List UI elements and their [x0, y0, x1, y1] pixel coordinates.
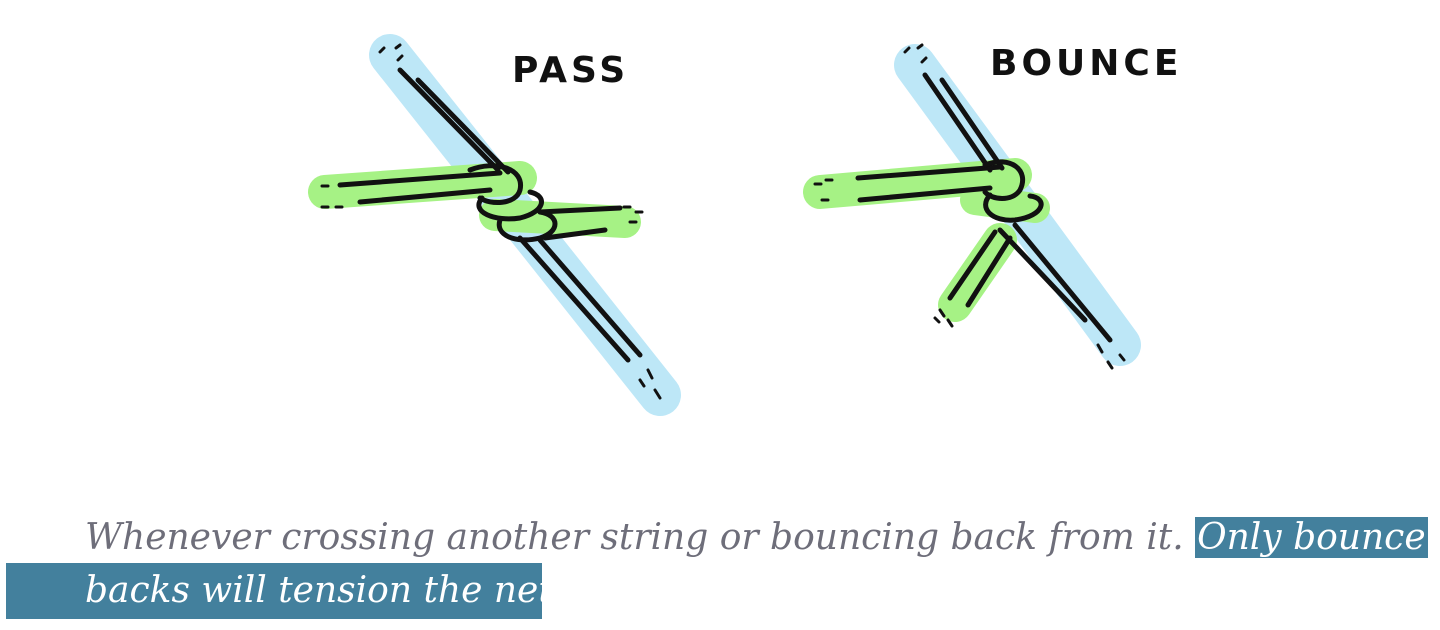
caption: Whenever crossing another string or boun… — [0, 505, 1440, 630]
bounce-label: BOUNCE — [990, 43, 1182, 84]
bounce-green-string-in — [803, 158, 1032, 209]
pass-label: PASS — [512, 50, 629, 91]
caption-highlight-start: Only bounce — [1195, 517, 1428, 558]
bounce-green-string-out — [938, 223, 1017, 322]
caption-line-1: Whenever crossing another string or boun… — [85, 510, 1430, 566]
caption-plain-text: Whenever crossing another string or boun… — [85, 517, 1184, 558]
bounce-dash-marks — [813, 43, 1126, 370]
pass-ink — [337, 67, 643, 363]
pass-dash-marks — [320, 43, 662, 400]
pass-knot: PASS — [308, 34, 681, 416]
pass-green-string-left — [308, 161, 537, 209]
caption-highlight-end: backs will tension the net! — [85, 570, 568, 611]
caption-line-2: backs will tension the net! — [6, 563, 567, 619]
bounce-knot: BOUNCE — [803, 43, 1182, 370]
knot-diagram: PASS — [308, 34, 1182, 416]
bounce-ink — [855, 72, 1113, 343]
